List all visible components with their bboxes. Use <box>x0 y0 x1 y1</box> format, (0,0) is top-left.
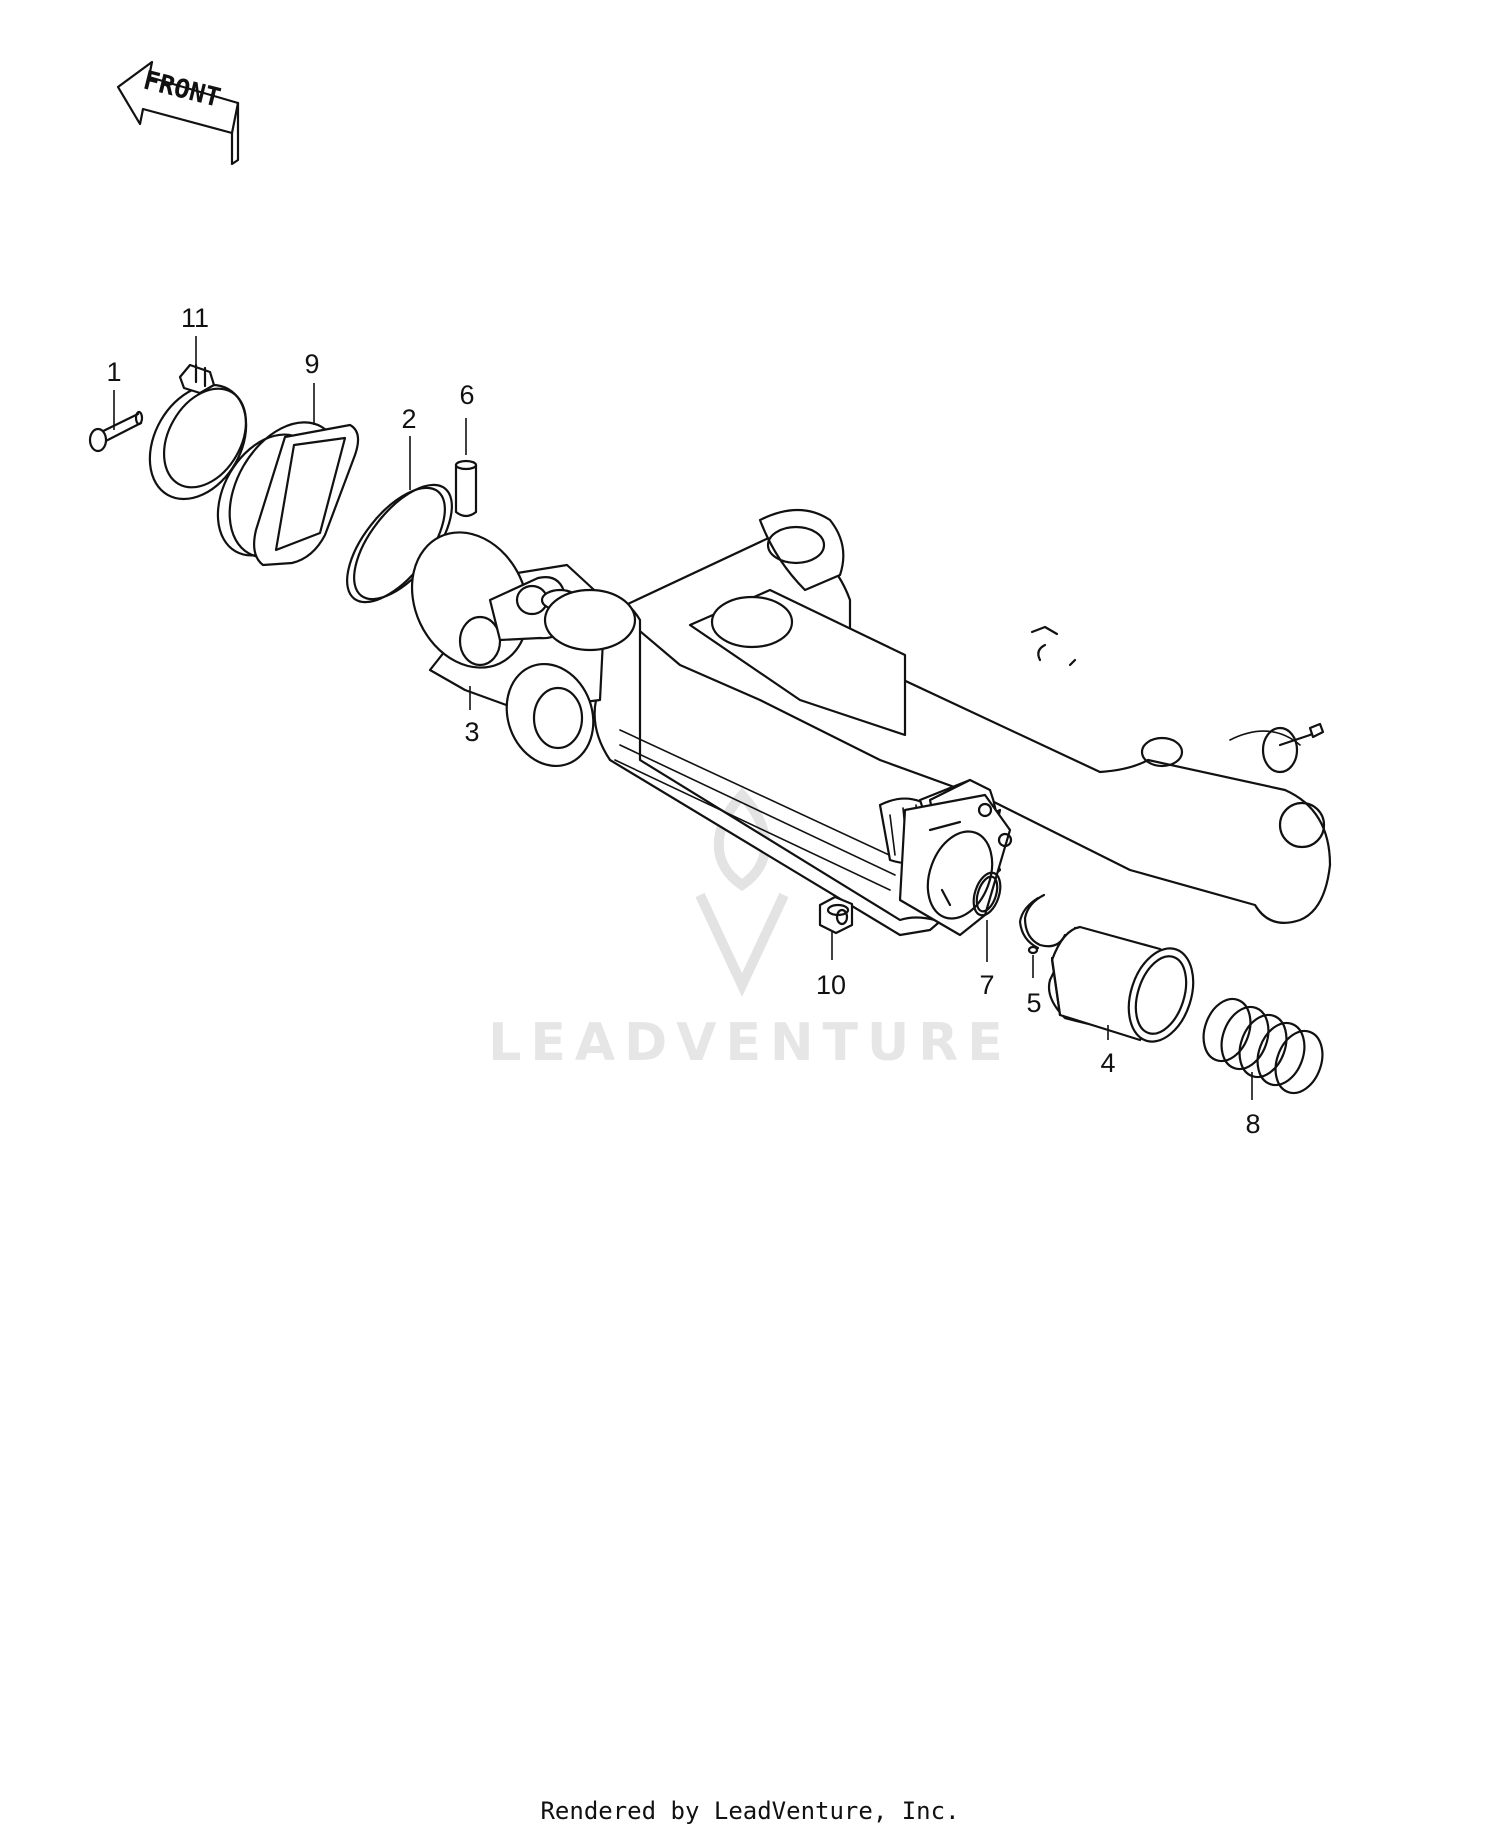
part-7-o-ring <box>972 871 1002 917</box>
callout-3: 3 <box>464 717 479 747</box>
watermark: LEADVENTURE <box>488 787 1012 1073</box>
callout-11: 11 <box>181 303 209 333</box>
callout-2: 2 <box>401 404 416 434</box>
part-1-bolt <box>88 410 144 453</box>
part-10-nut <box>818 895 854 935</box>
part-6-pin <box>454 459 478 518</box>
part-4-sleeve <box>1047 925 1195 1043</box>
leader-lines <box>113 336 1253 1100</box>
part-8-spring <box>1202 997 1324 1095</box>
footer-credit: Rendered by LeadVenture, Inc. <box>540 1797 960 1825</box>
callout-4: 4 <box>1100 1048 1115 1078</box>
callout-10: 10 <box>816 970 846 1000</box>
callout-5: 5 <box>1026 988 1041 1018</box>
callout-1: 1 <box>106 357 121 387</box>
callout-6: 6 <box>459 380 474 410</box>
part-11-clamp <box>148 363 248 501</box>
callout-9: 9 <box>304 349 319 379</box>
part-3-swing-arm <box>410 509 1332 937</box>
front-arrow: FRONT <box>116 60 240 166</box>
watermark-text: LEADVENTURE <box>488 1013 1012 1073</box>
callout-7: 7 <box>979 970 994 1000</box>
part-9-boot <box>216 421 360 567</box>
callout-8: 8 <box>1245 1109 1260 1139</box>
part-5-circlip <box>1018 893 1067 955</box>
callout-labels: 1 2 3 4 5 6 7 8 9 10 11 <box>106 303 1260 1139</box>
